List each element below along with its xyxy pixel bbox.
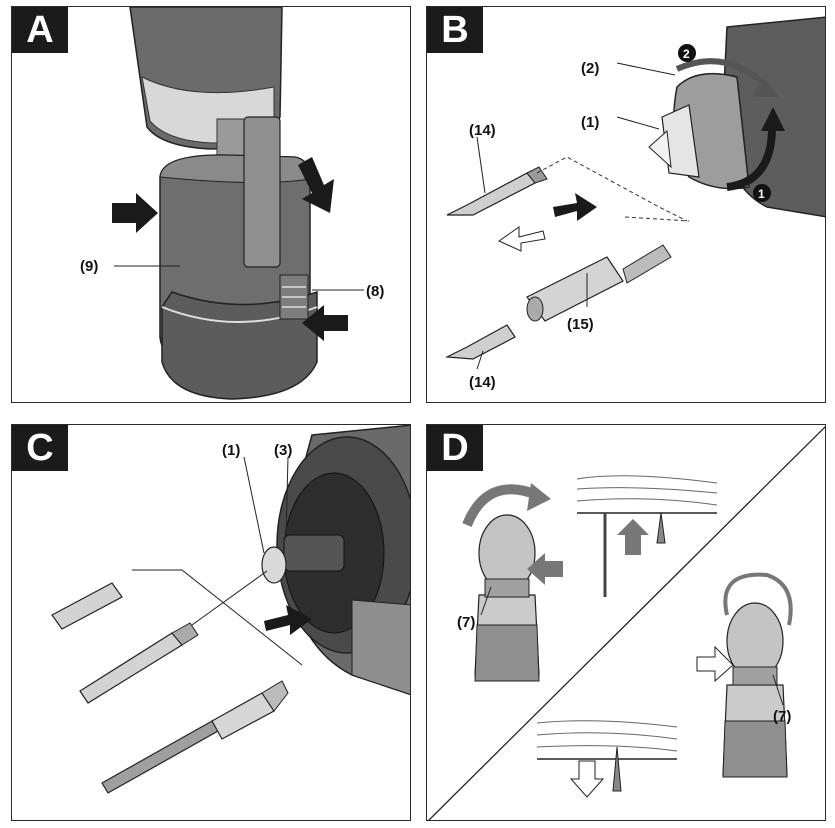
- label-direction-switch-left: (7): [457, 614, 475, 631]
- drill-reverse: [722, 602, 788, 778]
- step-1-number: 1: [758, 187, 765, 201]
- label-direction-switch-right: (7): [773, 708, 791, 725]
- bit-long: [79, 622, 199, 704]
- arrow-push-left-icon: [302, 305, 348, 341]
- bit-short: [51, 582, 123, 630]
- label-bit-holder: (1): [581, 114, 599, 131]
- bit-holder: [526, 244, 672, 322]
- drill-handle: [129, 7, 283, 160]
- drill-head: [261, 425, 410, 696]
- panel-d-badge: D: [427, 425, 483, 471]
- label-release-button: (8): [366, 283, 384, 300]
- panel-c: C (1) (3): [11, 424, 411, 821]
- label-bit-holder-c: (1): [222, 442, 240, 459]
- arrow-insert-icon: [553, 193, 597, 221]
- panel-b-illustration: 2 1 (2) (1) (14) (15) (14): [444, 16, 825, 391]
- panel-b-badge: B: [427, 7, 483, 53]
- lock-arrow-icon: [726, 126, 776, 191]
- screwdriver-bit-bottom: [444, 324, 516, 360]
- arrow-push-down-icon: [298, 157, 334, 213]
- arrow-insert-bit-icon: [264, 605, 312, 635]
- drill-forward: [474, 514, 540, 682]
- label-locking-sleeve: (2): [581, 60, 599, 77]
- label-universal-holder: (15): [567, 316, 594, 333]
- battery-pack: [159, 116, 318, 400]
- label-bit-top: (14): [469, 122, 496, 139]
- arrow-down-icon: [569, 760, 605, 798]
- drill-bit: [101, 680, 289, 794]
- wood-plank-bottom: [536, 720, 678, 792]
- screwdriver-bit-top: [446, 166, 548, 216]
- arrow-up-icon: [617, 519, 649, 555]
- panel-d-illustration: (7) (7): [428, 426, 825, 820]
- panel-d: D: [426, 424, 826, 821]
- arrow-push-right-icon: [112, 193, 158, 233]
- panel-b: B 2 1: [426, 6, 826, 403]
- arrow-remove-icon: [497, 226, 546, 252]
- step-2-number: 2: [683, 47, 690, 61]
- panel-a-badge: A: [12, 7, 68, 53]
- panel-c-illustration: (1) (3): [51, 425, 410, 794]
- panel-a-illustration: (9) (8): [80, 7, 384, 400]
- rotate-counterclockwise-icon: [723, 572, 793, 626]
- label-sleeve-c: (3): [274, 442, 292, 459]
- arrow-press-left-icon: [527, 553, 563, 585]
- label-bit-bottom: (14): [469, 374, 496, 391]
- rotate-arrow-icon: [675, 58, 770, 90]
- panel-c-badge: C: [12, 425, 68, 471]
- wood-plank-top: [576, 475, 718, 597]
- rotate-clockwise-icon: [462, 484, 539, 528]
- arrow-press-right-icon: [696, 645, 734, 683]
- label-battery: (9): [80, 258, 98, 275]
- panel-a: A (9) (8): [11, 6, 411, 403]
